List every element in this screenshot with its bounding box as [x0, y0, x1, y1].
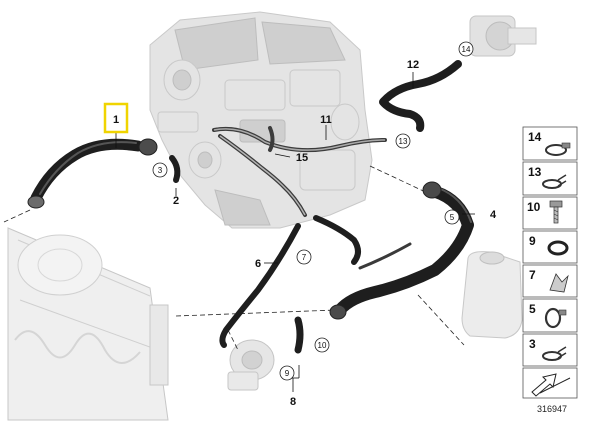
callout-15[interactable]: 15: [296, 152, 308, 164]
thermostat-housing: [469, 15, 537, 57]
hose-4: [329, 181, 474, 320]
legend-row-13[interactable]: 13: [522, 161, 578, 196]
callout-4[interactable]: 4: [490, 209, 497, 221]
legend-row-7[interactable]: 7: [522, 264, 578, 298]
svg-text:3: 3: [529, 337, 536, 351]
assembly-lines: [3, 165, 465, 351]
hose-8: [294, 316, 304, 354]
hose-12: [379, 60, 462, 132]
svg-text:10: 10: [527, 200, 541, 214]
hose-1: [27, 138, 158, 209]
bolt-icon: [549, 200, 563, 224]
svg-text:14: 14: [528, 130, 542, 144]
callout-11[interactable]: 11: [320, 114, 332, 126]
circled-ref-9[interactable]: 9: [279, 365, 295, 381]
document-number: 316947: [537, 404, 567, 414]
legend-row-5[interactable]: 5: [522, 298, 578, 333]
circled-ref-3[interactable]: 3: [152, 162, 168, 178]
svg-text:5: 5: [529, 302, 536, 316]
callout-1[interactable]: 1: [103, 102, 129, 134]
callout-6[interactable]: 6: [255, 258, 261, 270]
spring-clamp-icon: [542, 174, 567, 189]
spring-clamp-icon: [542, 346, 567, 361]
direction-arrow-box: [522, 367, 578, 399]
parts-legend: 14 13 10 9: [522, 126, 578, 414]
svg-text:14: 14: [462, 45, 471, 54]
legend-row-9[interactable]: 9: [522, 230, 578, 264]
svg-text:9: 9: [285, 369, 290, 378]
o-ring-icon: [547, 240, 569, 256]
leader-lines: [115, 72, 475, 392]
clip-icon: [549, 273, 569, 293]
auxiliary-water-pump: [227, 339, 275, 391]
callout-12[interactable]: 12: [407, 59, 419, 71]
svg-text:9: 9: [529, 234, 536, 248]
engine-block: [149, 11, 373, 229]
svg-text:13: 13: [528, 165, 542, 179]
arrow-icon: [531, 373, 571, 397]
callout-2[interactable]: 2: [173, 195, 179, 207]
hose-small-4b: [358, 242, 412, 270]
svg-text:7: 7: [302, 253, 307, 262]
hose-2: [169, 155, 181, 183]
circled-ref-5[interactable]: 5: [444, 209, 460, 225]
svg-text:10: 10: [318, 341, 327, 350]
radiator: [7, 227, 169, 421]
hose-clamp-icon: [544, 307, 567, 329]
hose-6: [219, 215, 361, 348]
legend-row-14[interactable]: 14: [522, 126, 578, 161]
expansion-tank: [461, 251, 523, 339]
legend-row-3[interactable]: 3: [522, 333, 578, 367]
hose-clamp-icon: [545, 142, 571, 156]
legend-row-10[interactable]: 10: [522, 196, 578, 230]
hose-15: [218, 134, 307, 217]
callout-8[interactable]: 8: [290, 396, 296, 408]
svg-text:1: 1: [113, 114, 119, 126]
circled-ref-13[interactable]: 13: [395, 133, 411, 149]
svg-text:7: 7: [529, 268, 536, 282]
circled-ref-14[interactable]: 14: [458, 41, 474, 57]
circled-ref-7[interactable]: 7: [296, 249, 312, 265]
svg-text:3: 3: [158, 166, 163, 175]
svg-text:5: 5: [450, 213, 455, 222]
circled-ref-10[interactable]: 10: [314, 337, 330, 353]
hose-11: [212, 126, 387, 153]
svg-text:13: 13: [399, 137, 408, 146]
